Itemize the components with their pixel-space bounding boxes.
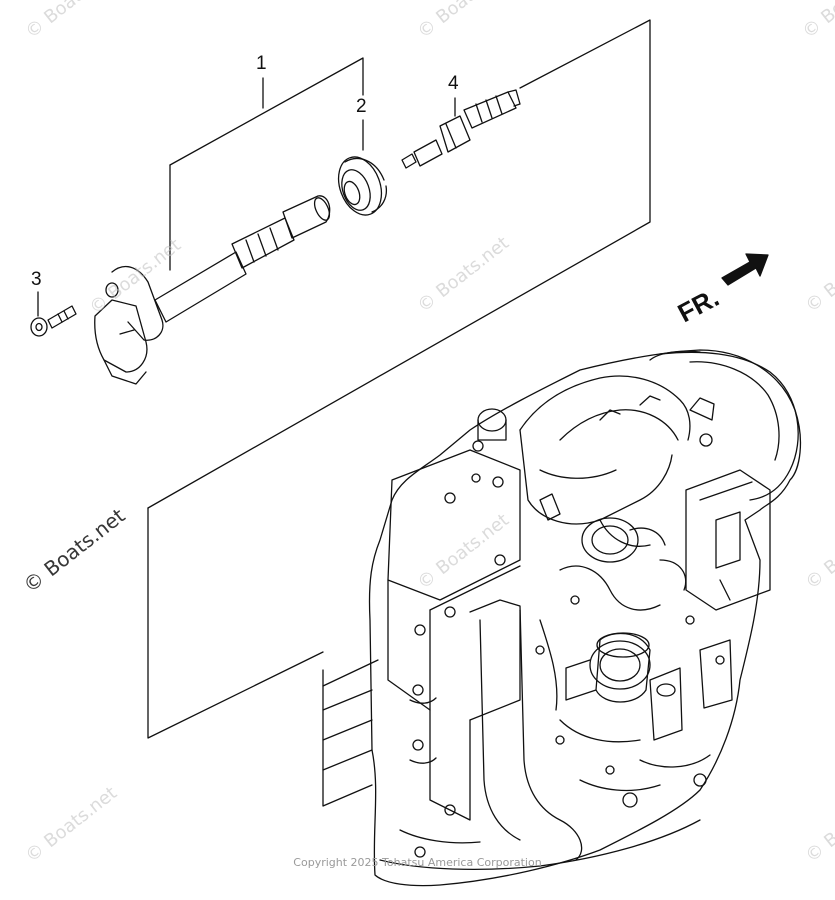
callout-2: 2 [356,96,367,117]
parts-group-frame [147,19,651,739]
engine-assembly [368,349,802,887]
cylinder-pointer-lines [322,659,379,807]
ignition-coil-part [94,195,331,385]
copyright-notice: Copyright 2025 Tohatsu America Corporati… [293,856,542,869]
bolt-part [30,305,77,337]
seal-ring-part [337,156,388,216]
callout-1: 1 [256,53,267,74]
callout-3: 3 [31,269,42,290]
callout-4: 4 [448,73,459,94]
spark-plug-part [401,89,521,169]
forward-arrow-icon [721,253,769,286]
leader-lines [37,77,456,317]
